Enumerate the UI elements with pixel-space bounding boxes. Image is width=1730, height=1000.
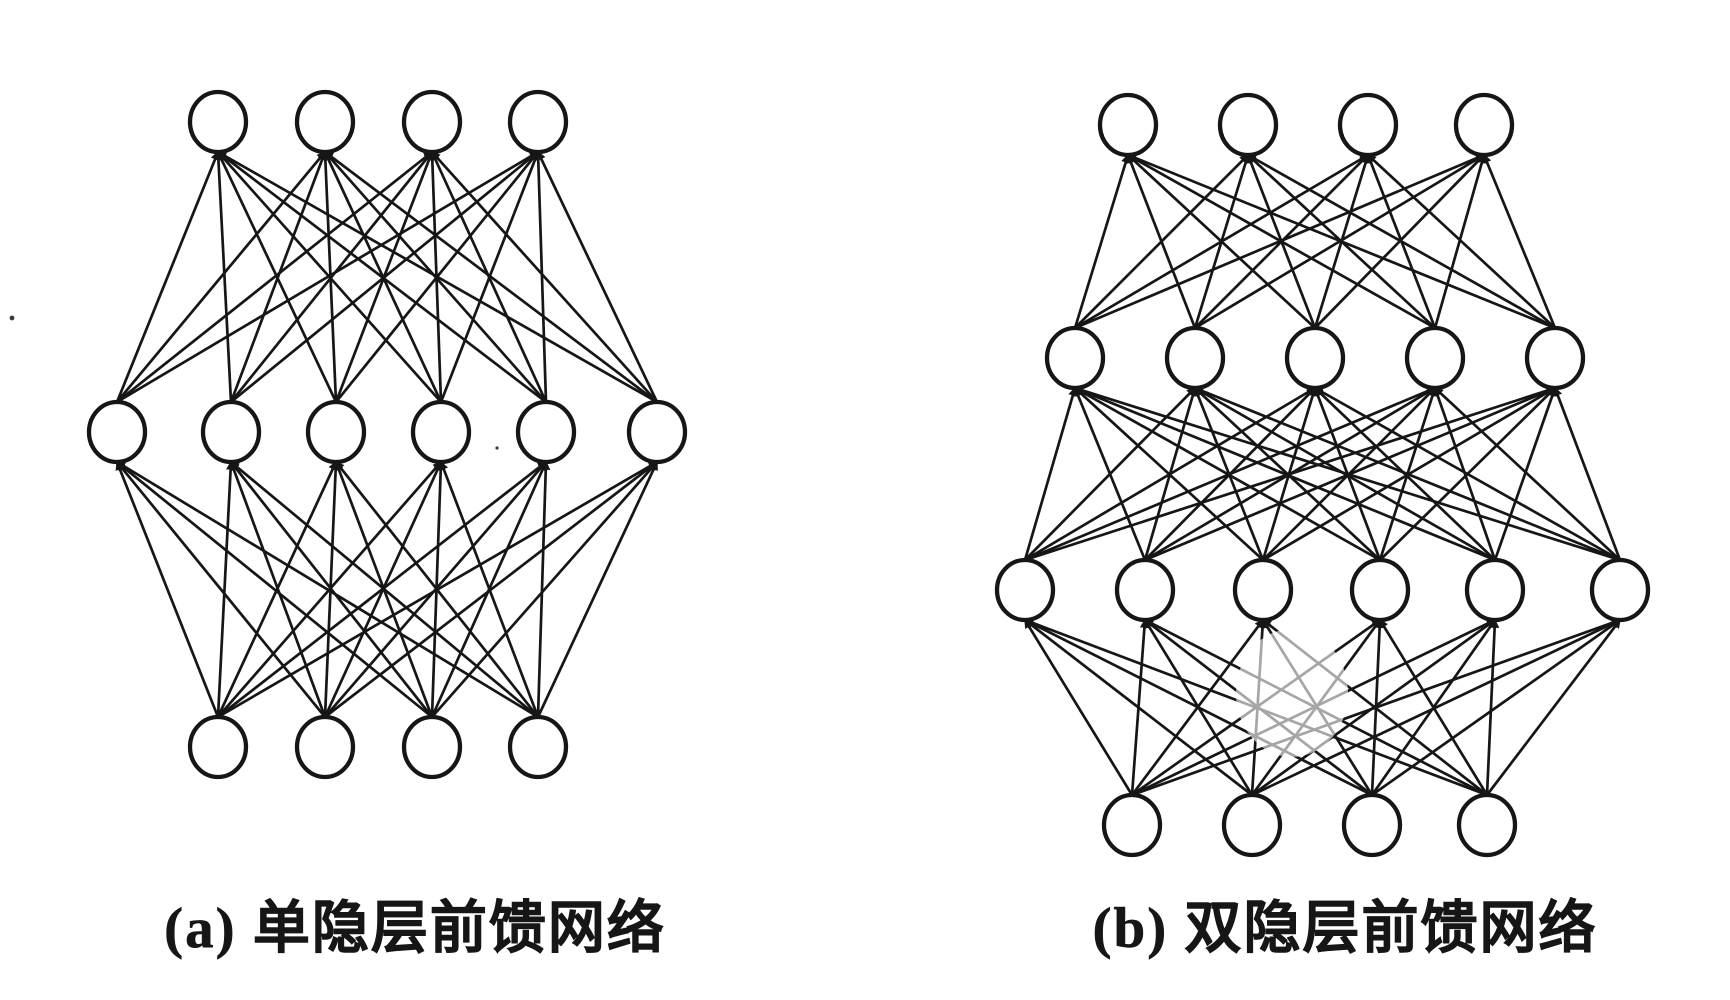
scan-speck-artifact [9,315,15,321]
connection-edge [1482,153,1557,330]
connection-edge [1433,386,1622,562]
edges-panel-b [1023,153,1622,797]
b-hidden-layer-1 [994,557,1651,623]
connection-edge [1023,386,1078,562]
connection-edge [1073,386,1147,562]
neuron-node [187,714,249,780]
connection-edge [1073,153,1131,330]
connection-edge [1126,153,1437,330]
connection-edge [430,150,659,404]
connection-edge [216,460,236,719]
connection-edge [213,150,233,404]
neuron-node [200,399,262,465]
neuron-node [626,399,688,465]
connection-edge [1370,618,1622,797]
connection-edge [1126,153,1557,330]
connection-edge [1126,153,1317,330]
neuron-node [1114,557,1176,623]
neuron-node [1164,325,1226,391]
connection-edge [1246,153,1557,330]
neuron-node [305,399,367,465]
scan-smudge-artifact [1236,629,1348,757]
neuron-node [1349,557,1411,623]
neuron-node [1284,325,1346,391]
connection-edge [216,150,659,404]
a-output-layer [187,89,569,155]
neuron-node [1524,325,1586,391]
connection-edge [1493,386,1557,562]
connection-edge [1073,385,1622,562]
connection-edge [1433,153,1487,330]
connection-edge [1073,386,1497,562]
connection-edge [229,460,540,719]
connection-edge [1366,153,1557,330]
neuron-node [515,399,577,465]
connection-edge [536,460,551,719]
neuron-node [401,89,463,155]
connection-edge [229,460,327,719]
connection-edge [1378,618,1489,797]
b-hidden-layer-2 [1044,325,1586,391]
neuron-node [1464,557,1526,623]
connection-edge [536,460,659,719]
connection-edge [323,150,659,404]
connection-edge [216,150,338,404]
a-input-layer [187,714,569,780]
connection-edge [1553,386,1622,562]
neuron-node [410,399,472,465]
panel-a [86,89,688,780]
neuron-node [1589,557,1651,623]
neuron-node [401,714,463,780]
connection-edge [1193,386,1622,562]
connection-edge [533,150,548,404]
edges-panel-a [115,150,659,719]
connection-edge [439,460,540,719]
neuron-node [1101,792,1163,858]
connection-edge [1485,618,1500,797]
b-input-layer [1101,792,1518,858]
neuron-node [294,89,356,155]
neuron-node [187,89,249,155]
b-output-layer [1097,92,1515,158]
connection-edge [216,150,548,404]
connection-edge [216,150,443,404]
caption-panel-a: (a) 单隐层前馈网络 [164,897,666,961]
panel-b [994,92,1651,858]
connection-edge [1126,153,1197,330]
connection-edge [1073,386,1382,562]
neuron-node [294,714,356,780]
connection-edge [115,150,220,404]
neuron-node [1232,557,1294,623]
connection-edge [536,150,659,404]
connection-edge [1023,618,1254,797]
neuron-node [1456,792,1518,858]
connection-edge [1023,618,1134,797]
connection-edge [334,460,540,719]
neuron-node [1097,92,1159,158]
neuron-node [507,714,569,780]
neuron-node [507,89,569,155]
connection-edge [1023,618,1374,797]
caption-panel-b: (b) 双隐层前馈网络 [1092,897,1598,961]
connection-edge [115,460,220,719]
connection-edge [1313,386,1622,562]
neuron-node [1453,92,1515,158]
scan-speck-artifact [495,446,499,450]
neuron-node [1221,792,1283,858]
connection-edge [1073,386,1265,562]
a-hidden-layer [86,399,688,465]
connection-edge [1485,618,1622,797]
connection-edge [115,460,540,719]
neuron-node [1044,325,1106,391]
connection-edge [115,460,327,719]
connection-edge [115,460,434,719]
neuron-node [1337,92,1399,158]
neuron-node [86,399,148,465]
connection-edge [229,460,434,719]
neuron-node [1404,325,1466,391]
neuron-node [1341,792,1403,858]
neuron-node [994,557,1056,623]
neuron-node [1217,92,1279,158]
